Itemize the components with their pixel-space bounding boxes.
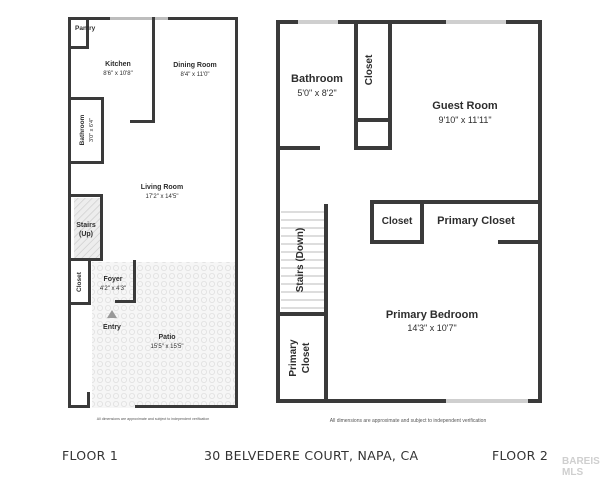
primary-closet-label: Primary Closet [437,215,515,227]
entry-arrow-icon [107,310,117,318]
wall [356,146,390,150]
living-room-dimensions: 17'2" x 14'5" [146,194,179,200]
patio-dimensions: 15'5" x 15'5" [151,344,184,350]
kitchen-label: Kitchen [105,61,131,68]
wall [168,17,238,20]
floor2-caption: FLOOR 2 [492,448,549,463]
window [446,20,506,24]
wall [370,240,424,244]
wall [370,200,374,244]
window [298,20,338,24]
bathroom-2-label: Bathroom [291,73,343,85]
floor1-disclaimer: All dimensions are approximate and subje… [97,417,209,421]
wall [68,46,88,49]
wall [538,20,542,403]
bathroom-2-dimensions: 5'0" x 8'2" [297,88,336,98]
stairs-up-label: Stairs [76,222,96,229]
floor1-caption: FLOOR 1 [62,448,119,463]
wall [68,302,91,305]
pantry-label: Pantry [75,25,96,32]
floor2-plan: Bathroom 5'0" x 8'2" Closet Guest Room 9… [276,20,542,424]
wall [276,20,542,24]
window [446,399,528,403]
wall [235,17,238,408]
foyer-dimensions: 4'2" x 4'3" [100,286,126,292]
wall [276,146,320,150]
wall [88,260,91,304]
stairs-up-hatch [74,198,100,258]
wall [152,17,155,122]
window [110,17,168,20]
wall [115,300,136,303]
wall [354,20,358,150]
wall [68,97,104,100]
wall [276,399,542,403]
kitchen-dimensions: 8'6" x 10'8" [103,71,133,77]
wall [68,17,71,408]
mls-watermark: BAREIS MLS [562,456,600,478]
wall [87,392,90,408]
wall [101,97,104,163]
wall [370,200,542,204]
wall [388,20,392,150]
living-room-label: Living Room [141,184,183,191]
wall [86,17,89,49]
wall [276,312,326,316]
wall [133,260,136,302]
floor1-plan: Pantry Kitchen 8'6" x 10'8" Dining Room … [68,17,238,421]
patio-floor [92,262,236,408]
primary-bedroom-dimensions: 14'3" x 10'7" [407,323,456,333]
wall [68,258,103,261]
wall [68,405,90,408]
stairs-down-label: Stairs (Down) [295,228,306,292]
wall [354,118,390,122]
stairs-up-sublabel: (Up) [79,231,93,238]
wall [68,194,102,197]
wall [276,20,280,403]
wall [498,240,542,244]
primary-bedroom-label: Primary Bedroom [386,309,479,321]
wall [130,120,155,123]
entry-label: Entry [103,324,121,331]
wall [100,194,103,260]
address-caption: 30 BELVEDERE COURT, NAPA, CA [204,448,419,463]
dining-room-dimensions: 8'4" x 11'0" [180,72,209,78]
dining-room-label: Dining Room [173,62,217,69]
closet-mid-label: Closet [382,216,413,227]
primary-closet-left-label: Primary [288,339,299,377]
wall [324,204,328,400]
floor2-disclaimer: All dimensions are approximate and subje… [330,418,487,424]
guest-room-dimensions: 9'10" x 11'11" [438,115,491,125]
guest-room-label: Guest Room [432,100,498,112]
bathroom-label: Bathroom [79,114,86,145]
closet-label: Closet [76,271,83,292]
wall [135,405,238,408]
closet-top-label: Closet [364,54,375,85]
bathroom-dimensions: 3'0" x 6'4" [89,118,95,142]
wall [420,200,424,244]
stairs-down-treads [281,211,324,309]
wall [68,161,104,164]
patio-label: Patio [158,334,175,341]
foyer-label: Foyer [103,276,122,283]
primary-closet-left-sublabel: Closet [301,342,312,373]
